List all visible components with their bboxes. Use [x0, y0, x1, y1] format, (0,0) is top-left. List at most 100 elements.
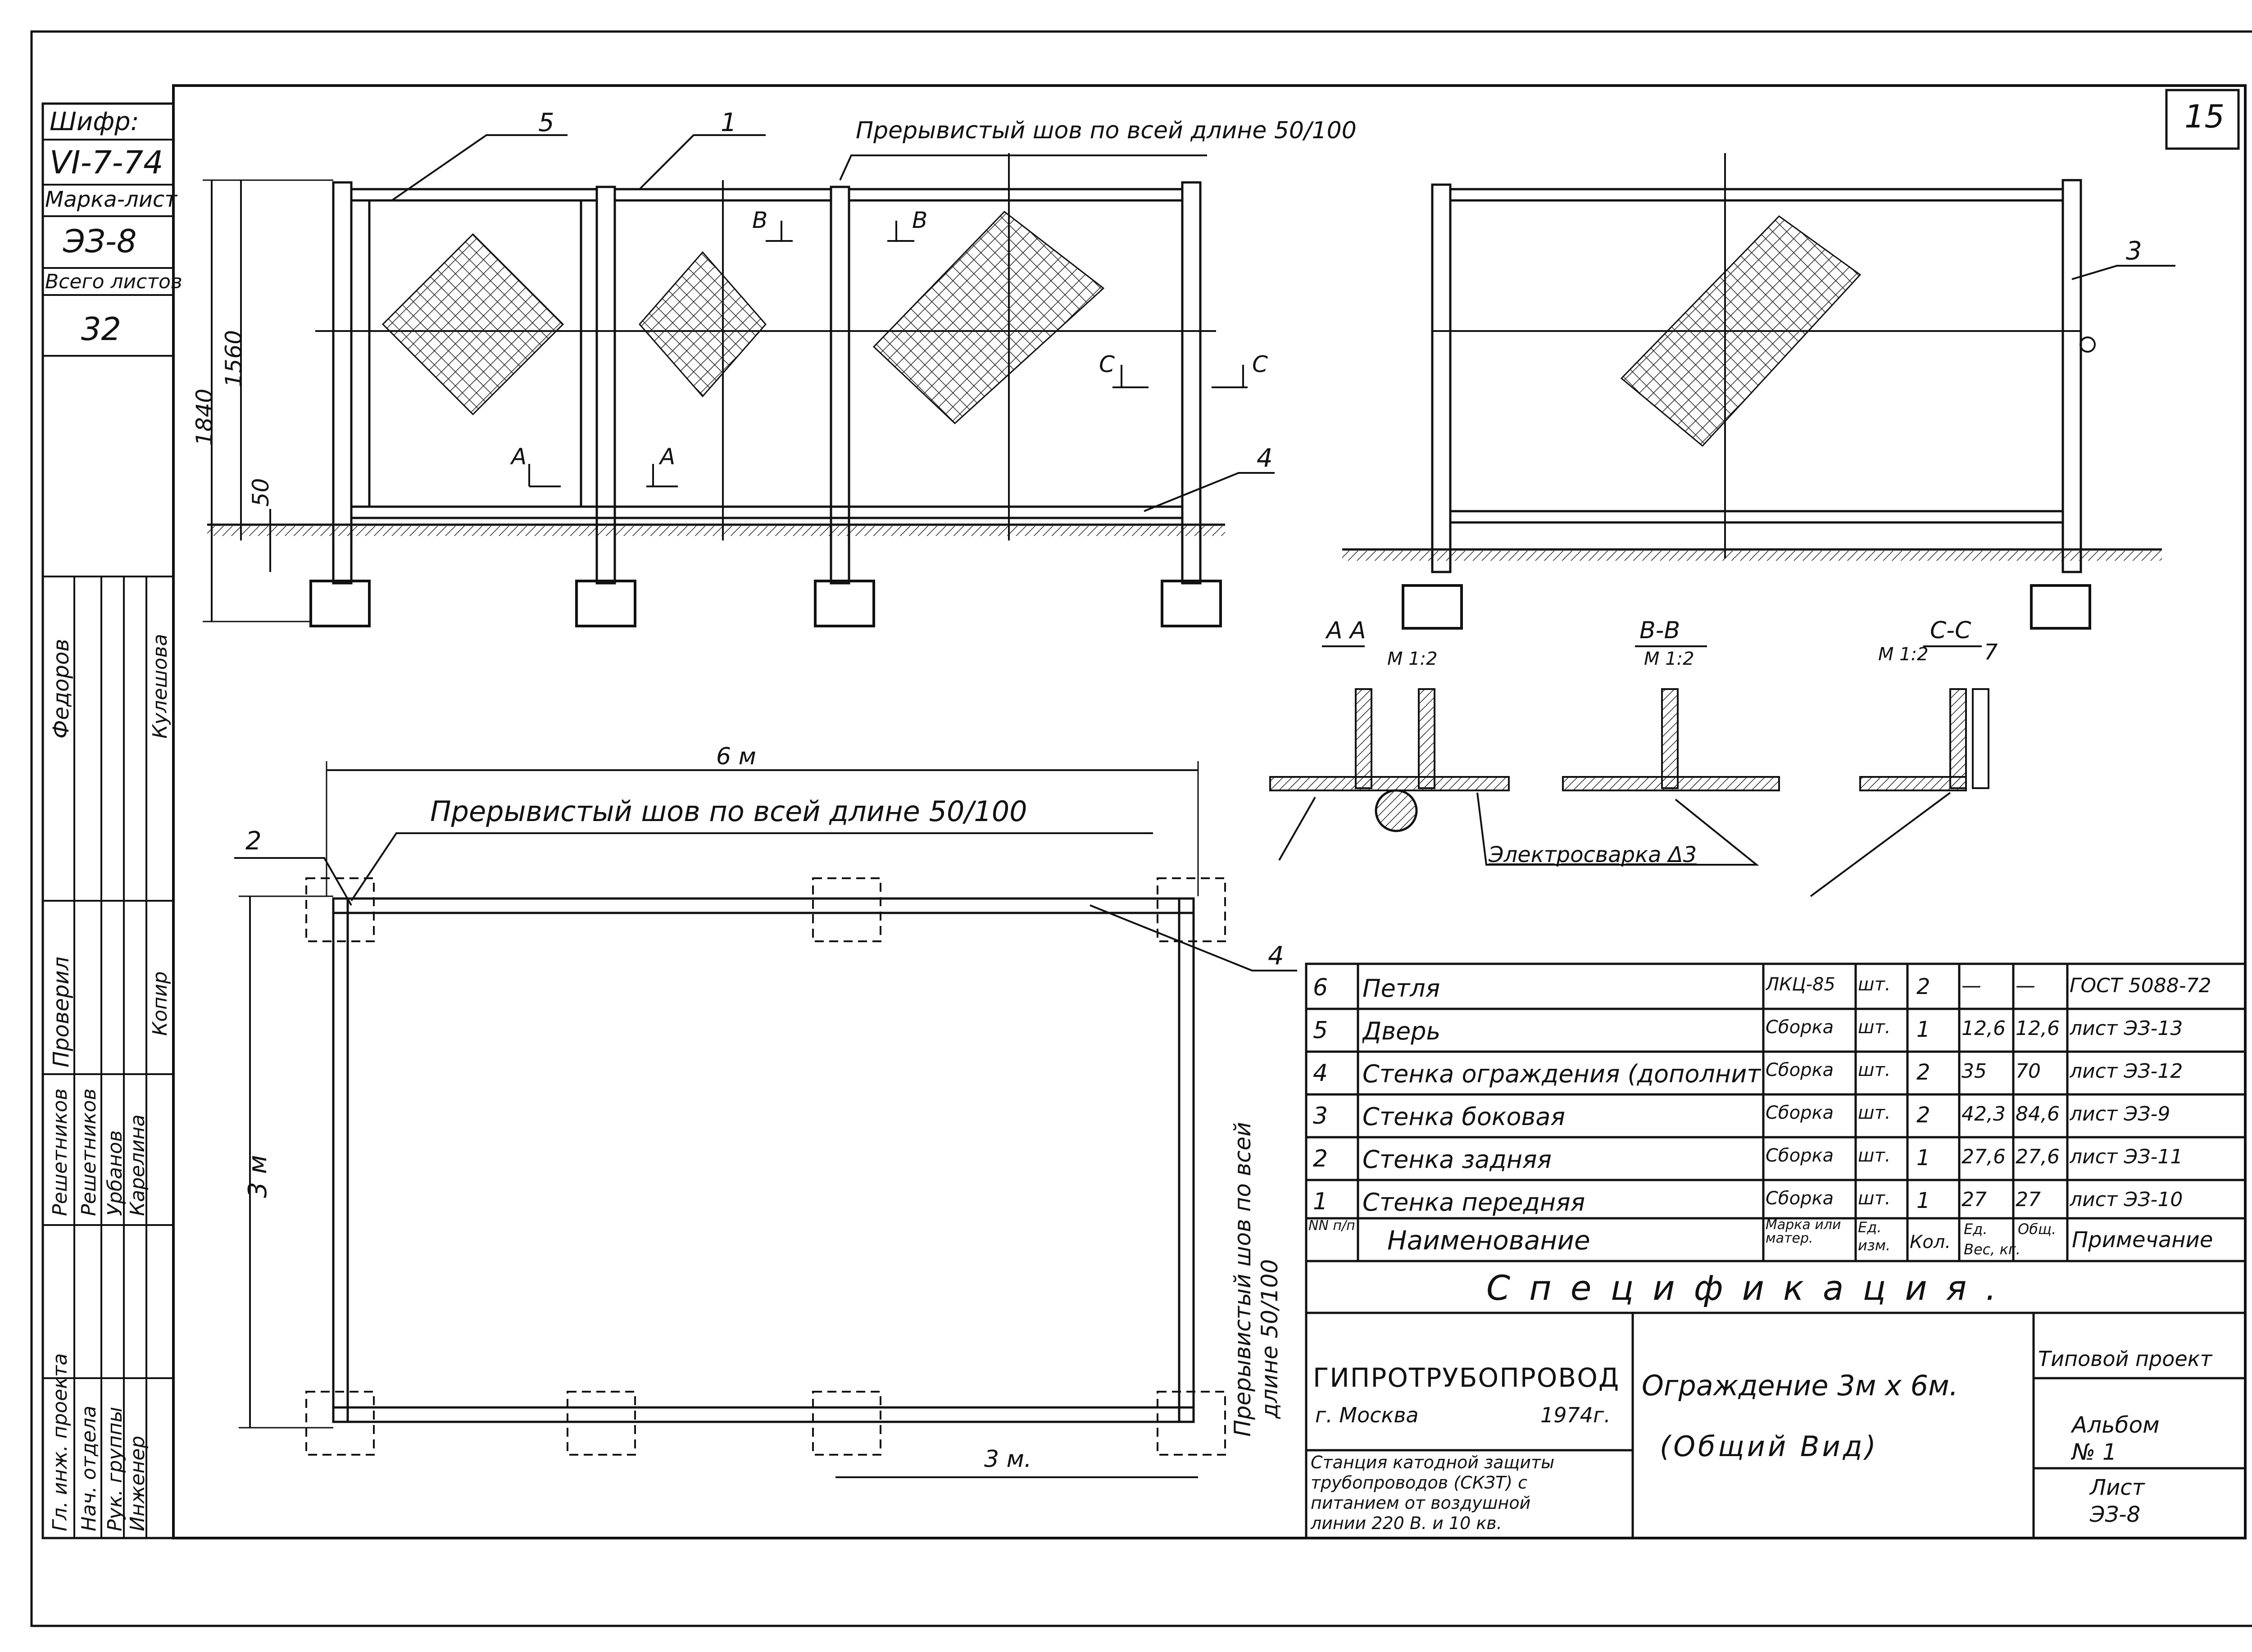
section-cc-title: С-С — [1930, 617, 1971, 644]
section-mark-a-right: А — [660, 444, 676, 470]
section-aa-title: А А — [1326, 617, 1366, 644]
total-label: Всего листов — [45, 270, 182, 293]
spec-cell-qty: 2 — [1916, 1103, 1930, 1128]
dim-50: 50 — [248, 478, 274, 507]
sidebar-frame — [41, 102, 175, 1539]
dim-1840: 1840 — [191, 388, 218, 446]
callout-5: 5 — [538, 108, 554, 137]
sheet-number: 15 — [2184, 98, 2225, 135]
sheet-label: Лист — [2090, 1475, 2145, 1500]
spec-cell-num: 6 — [1313, 974, 1328, 1001]
role-group-head: Рук. группы — [104, 1407, 127, 1531]
name-group-head: Урбанов — [104, 1130, 127, 1216]
front-view — [203, 134, 1275, 627]
weld-note: Электросварка Δ3 — [1489, 842, 1697, 867]
spec-cell-unit: шт. — [1858, 974, 1891, 995]
spec-cell-note: лист ЭЗ-11 — [2070, 1145, 2183, 1168]
name-copy-1: Кулешова — [149, 634, 172, 739]
sheet-number-box — [2165, 89, 2240, 150]
mark-label: Марка-лист — [45, 187, 177, 212]
spec-cell-w1: 27 — [1961, 1188, 1987, 1211]
spec-cell-unit: шт. — [1858, 1103, 1891, 1123]
spec-cell-name: Стенка боковая — [1362, 1103, 1565, 1131]
callout-3: 3 — [2126, 236, 2142, 266]
cipher-value: VI-7-74 — [50, 144, 163, 181]
spec-cell-note: ГОСТ 5088-72 — [2070, 974, 2211, 997]
spec-cell-note: лист ЭЗ-9 — [2070, 1103, 2170, 1126]
spec-cell-note: лист ЭЗ-12 — [2070, 1060, 2183, 1083]
spec-header-w-unit: Ед. — [1964, 1221, 1988, 1238]
section-mark-b-left: В — [752, 207, 768, 233]
spec-cell-mark: Сборка — [1766, 1145, 1834, 1166]
spec-cell-mark: Сборка — [1766, 1060, 1834, 1080]
front-weld-note: Прерывистый шов по всей длине 50/100 — [856, 117, 1357, 144]
spec-cell-w1: 42,3 — [1961, 1103, 2006, 1126]
spec-cell-note: лист ЭЗ-13 — [2070, 1017, 2183, 1040]
plan-dim-half: 3 м. — [984, 1446, 1032, 1473]
name-checked: Федоров — [49, 639, 74, 739]
spec-title: Спецификация. — [1486, 1268, 2016, 1308]
spec-cell-w1: 12,6 — [1961, 1017, 2006, 1040]
section-cc-callout: 7 — [1984, 640, 1998, 665]
spec-cell-unit: шт. — [1858, 1145, 1891, 1166]
name-copy-2: Копир — [149, 971, 172, 1036]
spec-cell-name: Стенка передняя — [1362, 1188, 1585, 1216]
spec-cell-mark: Сборка — [1766, 1103, 1834, 1123]
spec-header-weight: Вес, кг. — [1964, 1241, 2020, 1258]
sections — [1269, 645, 1989, 897]
spec-cell-name: Стенка задняя — [1362, 1145, 1552, 1174]
spec-cell-note: лист ЭЗ-10 — [2070, 1188, 2183, 1211]
spec-cell-name: Стенка ограждения (дополнительн.) — [1362, 1060, 1761, 1088]
role-chief-engineer: Гл. инж. проекта — [49, 1353, 72, 1531]
section-aa-scale: М 1:2 — [1387, 649, 1438, 669]
desc-line-2: трубопроводов (СКЗТ) с — [1311, 1473, 1527, 1493]
sidebar-lines — [43, 139, 173, 1538]
section-cc-scale: М 1:2 — [1878, 644, 1929, 665]
section-mark-c-left: С — [1099, 351, 1115, 377]
spec-cell-w2: 12,6 — [2016, 1017, 2060, 1040]
spec-cell-w2: 84,6 — [2016, 1103, 2060, 1126]
plan-note-side-2: длине 50/100 — [1257, 1259, 1283, 1419]
spec-cell-qty: 1 — [1916, 1188, 1930, 1213]
dim-1560: 1560 — [221, 330, 247, 387]
section-mark-c-right: С — [1252, 351, 1268, 377]
spec-cell-qty: 1 — [1916, 1145, 1930, 1171]
type-label: Типовой проект — [2038, 1347, 2212, 1371]
spec-cell-num: 5 — [1313, 1017, 1328, 1044]
spec-cell-num: 4 — [1313, 1060, 1328, 1087]
desc-line-4: линии 220 В. и 10 кв. — [1311, 1513, 1502, 1533]
spec-cell-num: 2 — [1313, 1145, 1328, 1172]
spec-cell-unit: шт. — [1858, 1060, 1891, 1080]
org-year: 1974г. — [1540, 1403, 1611, 1427]
spec-header-w-total: Общ. — [2018, 1221, 2057, 1238]
role-engineer: Инженер — [126, 1435, 149, 1531]
callout-4: 4 — [1257, 444, 1273, 473]
plan-callout-4: 4 — [1268, 941, 1284, 971]
album-label: Альбом — [2072, 1412, 2160, 1438]
outer-border — [30, 30, 2252, 1627]
spec-cell-qty: 2 — [1916, 974, 1930, 999]
spec-header-unit: Ед. изм. — [1858, 1219, 1891, 1254]
desc-line-1: Станция катодной защиты — [1311, 1452, 1555, 1472]
section-mark-a-left: А — [511, 444, 527, 470]
spec-header-name: Наименование — [1387, 1225, 1590, 1256]
plan-dim-width: 6 м — [716, 743, 756, 770]
cipher-label: Шифр: — [50, 107, 139, 136]
callout-1: 1 — [721, 108, 737, 137]
spec-cell-qty: 2 — [1916, 1060, 1930, 1085]
title-block-grid — [1305, 1312, 2247, 1539]
spec-header-mark: Марка или матер. — [1766, 1218, 1841, 1246]
plan-note-side-1: Прерывистый шов по всей — [1230, 1122, 1256, 1437]
org-city: г. Москва — [1315, 1403, 1419, 1427]
spec-cell-name: Дверь — [1362, 1017, 1441, 1045]
name-dept-head: Решетников — [77, 1088, 100, 1216]
album-value: № 1 — [2072, 1439, 2117, 1465]
spec-cell-num: 3 — [1313, 1103, 1328, 1130]
total-value: 32 — [81, 311, 122, 348]
plan-note-top: Прерывистый шов по всей длине 50/100 — [430, 795, 1027, 828]
sheet-value: ЭЗ-8 — [2090, 1502, 2141, 1527]
spec-header-num: NN п/п — [1308, 1218, 1355, 1234]
spec-cell-name: Петля — [1362, 974, 1440, 1003]
spec-cell-w2: 70 — [2016, 1060, 2041, 1083]
